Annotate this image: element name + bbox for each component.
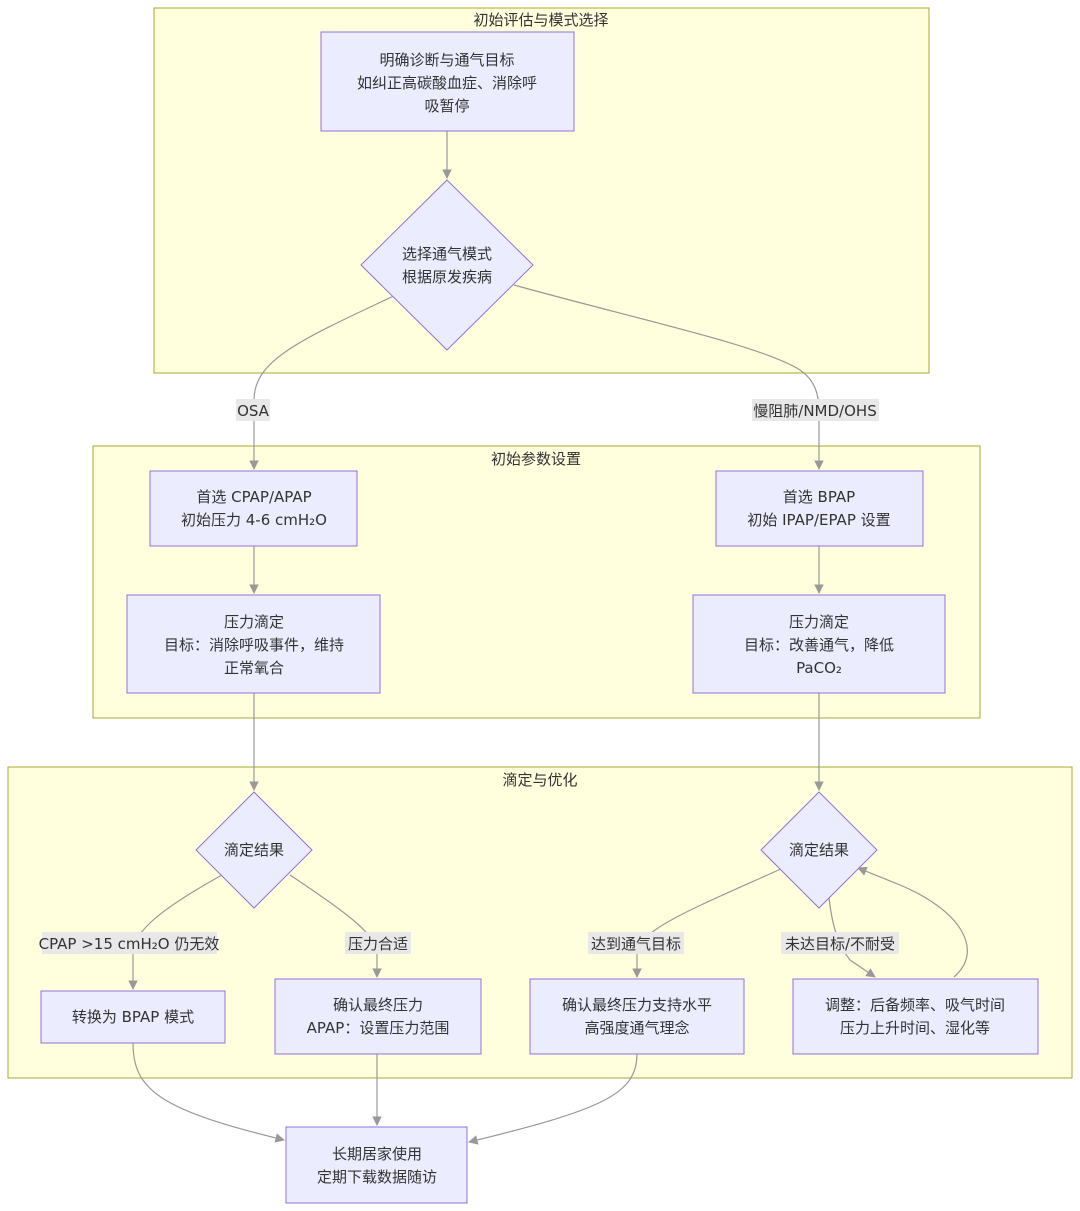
node-adjust-settings[interactable]: 调整：后备频率、吸气时间 压力上升时间、湿化等 — [792, 978, 1039, 1055]
svg-text:慢阻肺/NMD/OHS: 慢阻肺/NMD/OHS — [753, 402, 876, 420]
svg-text:确认最终压力支持水平: 确认最终压力支持水平 — [562, 996, 712, 1014]
svg-text:滴定结果: 滴定结果 — [224, 841, 284, 859]
node-confirm-bpap-pressure[interactable]: 确认最终压力支持水平 高强度通气理念 — [529, 978, 745, 1055]
node-cpap-result-decision[interactable]: 滴定结果 — [195, 791, 313, 909]
svg-text:未达目标/不耐受: 未达目标/不耐受 — [785, 935, 895, 953]
svg-text:初始 IPAP/EPAP 设置: 初始 IPAP/EPAP 设置 — [747, 511, 890, 529]
edge-mode-to-cpap — [249, 293, 399, 470]
svg-text:OSA: OSA — [237, 402, 270, 420]
svg-text:首选 CPAP/APAP: 首选 CPAP/APAP — [196, 488, 311, 506]
node-confirm-cpap-pressure[interactable]: 确认最终压力 APAP：设置压力范围 — [274, 978, 482, 1055]
svg-text:明确诊断与通气目标: 明确诊断与通气目标 — [379, 51, 514, 69]
svg-text:根据原发疾病: 根据原发疾病 — [402, 268, 492, 286]
edge-label-pressure-ok: 压力合适 — [345, 932, 411, 954]
node-cpap-titration[interactable]: 压力滴定 目标：消除呼吸事件，维持 正常氧合 — [126, 594, 381, 694]
edge-label-target-not-met: 未达目标/不耐受 — [781, 932, 899, 954]
svg-text:高强度通气理念: 高强度通气理念 — [584, 1019, 689, 1037]
svg-text:PaCO₂: PaCO₂ — [796, 659, 842, 677]
svg-text:CPAP >15 cmH₂O 仍无效: CPAP >15 cmH₂O 仍无效 — [39, 935, 220, 953]
edge-label-cpap-fail: CPAP >15 cmH₂O 仍无效 — [39, 932, 220, 954]
node-bpap-titration[interactable]: 压力滴定 目标：改善通气，降低 PaCO₂ — [692, 594, 946, 694]
node-cpap-first[interactable]: 首选 CPAP/APAP 初始压力 4-6 cmH₂O — [149, 470, 358, 547]
svg-text:APAP：设置压力范围: APAP：设置压力范围 — [307, 1019, 450, 1037]
node-bpap-first[interactable]: 首选 BPAP 初始 IPAP/EPAP 设置 — [715, 470, 924, 547]
svg-text:目标：消除呼吸事件，维持: 目标：消除呼吸事件，维持 — [164, 636, 344, 654]
svg-text:吸暂停: 吸暂停 — [424, 97, 469, 115]
svg-text:目标：改善通气，降低: 目标：改善通气，降低 — [744, 636, 894, 654]
node-home-use[interactable]: 长期居家使用 定期下载数据随访 — [285, 1126, 468, 1204]
svg-text:初始压力 4-6 cmH₂O: 初始压力 4-6 cmH₂O — [181, 511, 327, 529]
edge-confirm-bpap-to-home — [468, 1053, 638, 1145]
svg-text:首选 BPAP: 首选 BPAP — [783, 488, 855, 506]
svg-text:达到通气目标: 达到通气目标 — [591, 935, 681, 953]
edges — [128, 131, 968, 1145]
cluster-initial-title: 初始评估与模式选择 — [473, 11, 608, 29]
edge-mode-to-bpap — [513, 284, 824, 470]
edge-switch-to-home — [132, 1042, 285, 1143]
svg-text:确认最终压力: 确认最终压力 — [333, 996, 423, 1014]
edge-label-osa: OSA — [236, 399, 270, 421]
cluster-titration-title: 滴定与优化 — [502, 771, 577, 789]
svg-text:压力滴定: 压力滴定 — [224, 613, 284, 631]
svg-text:调整：后备频率、吸气时间: 调整：后备频率、吸气时间 — [825, 996, 1005, 1014]
svg-text:转换为 BPAP 模式: 转换为 BPAP 模式 — [72, 1008, 194, 1026]
svg-text:压力滴定: 压力滴定 — [789, 613, 849, 631]
edge-label-copd: 慢阻肺/NMD/OHS — [752, 399, 879, 421]
node-mode-select-decision[interactable]: 选择通气模式 根据原发疾病 — [360, 179, 534, 351]
svg-text:长期居家使用: 长期居家使用 — [332, 1145, 422, 1163]
node-bpap-result-decision[interactable]: 滴定结果 — [760, 791, 878, 909]
svg-text:滴定结果: 滴定结果 — [789, 841, 849, 859]
node-diagnosis[interactable]: 明确诊断与通气目标 如纠正高碳酸血症、消除呼 吸暂停 — [320, 31, 575, 132]
svg-text:选择通气模式: 选择通气模式 — [402, 245, 492, 263]
edge-adjust-to-result — [857, 866, 968, 978]
svg-text:如纠正高碳酸血症、消除呼: 如纠正高碳酸血症、消除呼 — [357, 74, 537, 92]
cluster-params-title: 初始参数设置 — [491, 450, 581, 468]
svg-text:定期下载数据随访: 定期下载数据随访 — [317, 1168, 437, 1186]
edge-label-target-met: 达到通气目标 — [588, 932, 684, 954]
svg-text:压力合适: 压力合适 — [348, 935, 408, 953]
node-switch-bpap[interactable]: 转换为 BPAP 模式 — [40, 990, 226, 1044]
svg-text:正常氧合: 正常氧合 — [224, 659, 284, 677]
svg-text:压力上升时间、湿化等: 压力上升时间、湿化等 — [840, 1019, 990, 1037]
